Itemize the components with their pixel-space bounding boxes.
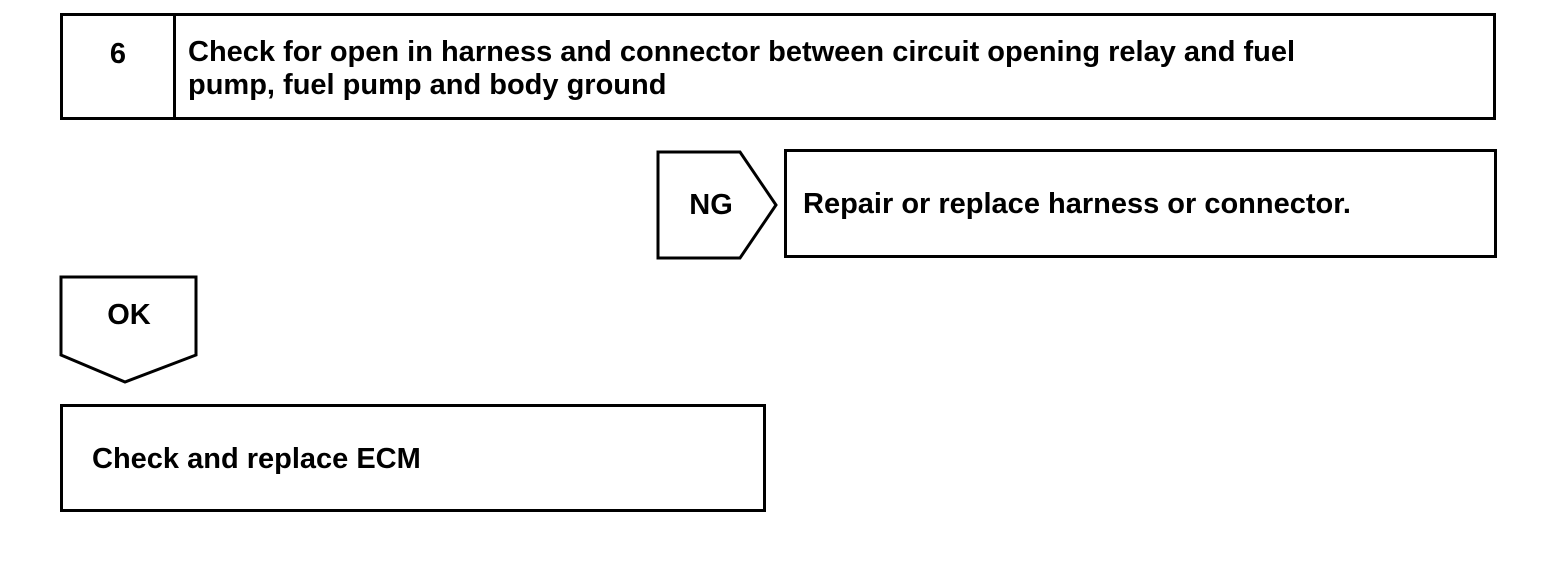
ng-label: NG (689, 188, 733, 221)
step-title-line-2: pump, fuel pump and body ground (188, 69, 667, 101)
step-number: 6 (63, 16, 176, 117)
ok-arrow-tag: OK (59, 275, 199, 385)
ok-result-text: Check and replace ECM (92, 443, 421, 475)
ok-result-box: Check and replace ECM (60, 404, 766, 512)
step-title: Check for open in harness and connector … (176, 16, 1493, 117)
ng-result-text: Repair or replace harness or connector. (803, 188, 1351, 220)
down-arrow-tag-icon (59, 275, 198, 384)
right-arrow-tag-icon (656, 150, 778, 260)
step-title-line-1: Check for open in harness and connector … (188, 36, 1296, 68)
ok-label: OK (107, 299, 151, 331)
ng-arrow-tag: NG (656, 150, 780, 260)
step-header-box: 6 Check for open in harness and connecto… (60, 13, 1496, 120)
ng-result-box: Repair or replace harness or connector. (784, 149, 1497, 258)
